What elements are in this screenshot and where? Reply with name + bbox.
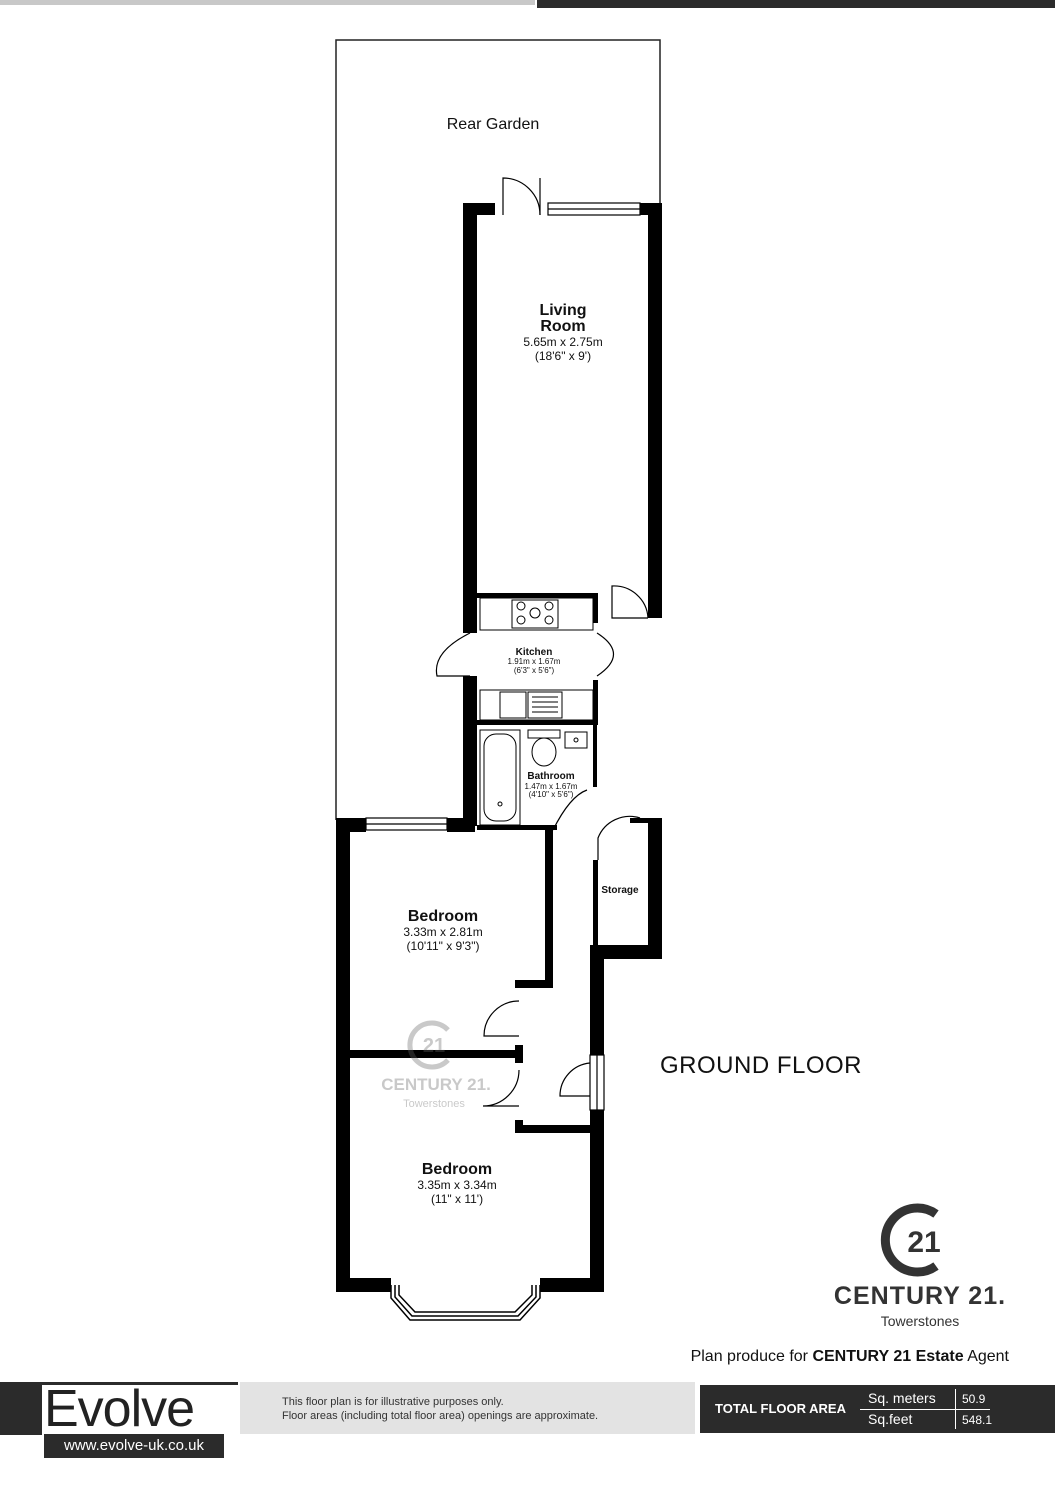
plan-note-suffix: Agent xyxy=(967,1348,1009,1365)
disclaimer-panel: This floor plan is for illustrative purp… xyxy=(240,1382,695,1434)
plan-note-prefix: Plan produce for xyxy=(690,1348,808,1365)
living-room-metric: 5.65m x 2.75m xyxy=(523,335,602,349)
floor-label: GROUND FLOOR xyxy=(660,1052,863,1079)
logo-brand: CENTURY 21. xyxy=(833,1282,1007,1310)
interior-walls xyxy=(350,593,650,1133)
floor-plan: Rear Garden Living Room 5.65m x 2.75m (1… xyxy=(335,39,662,1321)
watermark-brand: CENTURY 21. xyxy=(381,1075,491,1094)
bedroom1-name: Bedroom xyxy=(408,908,478,925)
exterior-walls xyxy=(336,203,662,1292)
bedroom1-metric: 3.33m x 2.81m xyxy=(403,925,482,939)
top-accent-bar-dark xyxy=(537,0,1055,8)
kitchen-fixtures xyxy=(479,597,594,721)
door-swings xyxy=(435,177,649,1107)
bathroom-name: Bathroom xyxy=(527,771,574,782)
total-floor-area-label: TOTAL FLOOR AREA xyxy=(715,1401,846,1416)
kitchen-name: Kitchen xyxy=(516,647,553,658)
watermark-office: Towerstones xyxy=(403,1098,465,1110)
evolve-url-link[interactable]: www.evolve-uk.co.uk xyxy=(44,1434,224,1458)
watermark-number: 21 xyxy=(423,1035,445,1057)
bathroom-imperial: (4'10" x 5'6") xyxy=(529,790,574,799)
disclaimer-line-1: This floor plan is for illustrative purp… xyxy=(282,1396,504,1408)
sq-meters-label: Sq. meters xyxy=(868,1390,936,1406)
plan-note: Plan produce for CENTURY 21 Estate Agent xyxy=(691,1348,1009,1366)
plan-note-company: CENTURY 21 xyxy=(812,1348,912,1365)
area-divider-v xyxy=(955,1389,956,1429)
footer: Evolve www.evolve-uk.co.uk This floor pl… xyxy=(0,1380,1055,1458)
bedroom2-name: Bedroom xyxy=(422,1161,492,1178)
area-divider-h xyxy=(860,1409,990,1410)
kitchen-imperial: (6'3" x 5'6") xyxy=(514,666,555,675)
bedroom2-metric: 3.35m x 3.34m xyxy=(417,1178,496,1192)
century21-watermark: 21 CENTURY 21. Towerstones xyxy=(381,1020,491,1110)
sq-feet-value: 548.1 xyxy=(962,1413,993,1427)
evolve-logo-block xyxy=(0,1385,42,1435)
kitchen-metric: 1.91m x 1.67m xyxy=(508,657,561,666)
century21-seal-icon: 21 xyxy=(880,1203,941,1277)
top-accent-bar-light xyxy=(0,0,535,5)
sq-meters-value: 50.9 xyxy=(962,1392,986,1406)
logo-office: Towerstones xyxy=(880,1313,960,1329)
evolve-logo: Evolve xyxy=(0,1380,238,1438)
logo-number: 21 xyxy=(907,1226,940,1259)
bay-window xyxy=(390,1285,541,1321)
living-room-name-2: Room xyxy=(540,318,585,335)
living-room-imperial: (18'6" x 9') xyxy=(535,349,591,363)
bathroom-fixtures xyxy=(479,729,588,826)
disclaimer-line-2: Floor areas (including total floor area)… xyxy=(282,1410,599,1422)
rear-garden-label: Rear Garden xyxy=(447,116,540,133)
evolve-name: Evolve xyxy=(44,1380,195,1438)
total-floor-area-panel: TOTAL FLOOR AREA Sq. meters 50.9 Sq.feet… xyxy=(700,1385,1055,1433)
bathroom-metric: 1.47m x 1.67m xyxy=(525,782,578,791)
bedroom2-imperial: (11" x 11') xyxy=(431,1192,483,1206)
living-room-name-1: Living xyxy=(539,302,586,319)
storage-name: Storage xyxy=(601,885,639,896)
plan-note-suffix-bold: Estate xyxy=(915,1348,964,1365)
windows xyxy=(365,202,641,1111)
sq-feet-label: Sq.feet xyxy=(868,1411,913,1427)
garden-boundary xyxy=(335,39,661,820)
century21-logo: 21 CENTURY 21. Towerstones xyxy=(820,1200,1020,1329)
room-labels: Rear Garden Living Room 5.65m x 2.75m (1… xyxy=(403,116,639,1206)
bedroom1-imperial: (10'11" x 9'3") xyxy=(407,939,480,953)
